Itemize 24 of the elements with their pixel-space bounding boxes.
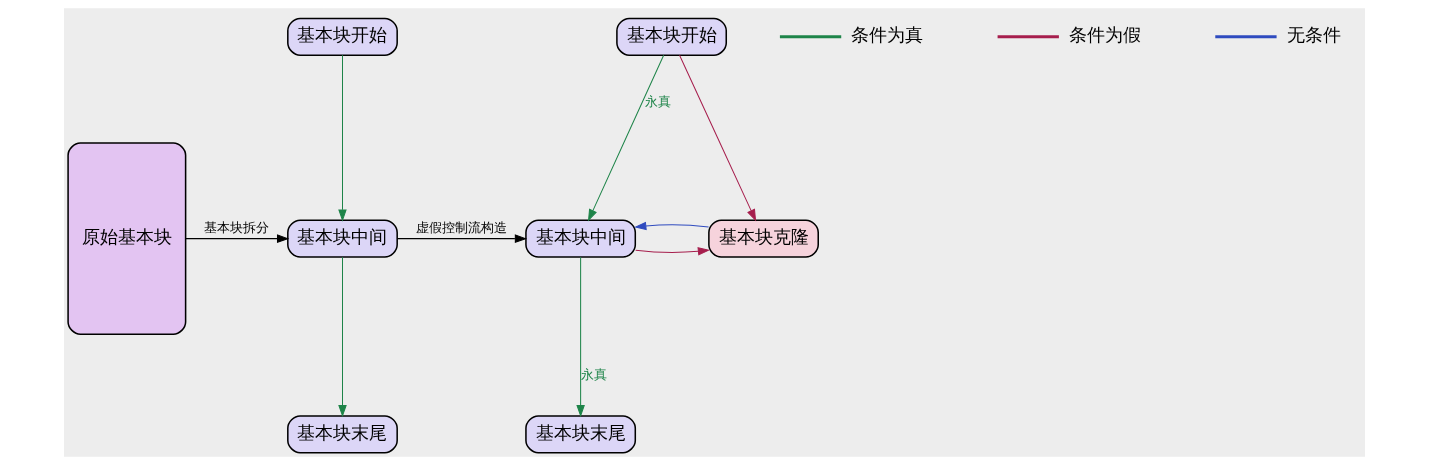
edge-label: 基本块拆分 [204, 219, 270, 235]
arrow [679, 54, 757, 222]
arrow [635, 247, 711, 256]
node-box: 基本块克隆 [708, 219, 819, 258]
node-box: 原始基本块 [67, 142, 187, 335]
node-box: 基本块末尾 [287, 415, 398, 454]
arrow [587, 54, 665, 222]
edge-label: 永真 [645, 93, 672, 109]
edge-label: 永真 [580, 366, 607, 382]
node-box: 基本块中间 [287, 219, 398, 258]
arrow [338, 256, 347, 418]
node-box: 基本块开始 [616, 17, 727, 56]
arrow [576, 256, 585, 418]
legend-label: 无条件 [1286, 24, 1341, 46]
node-box: 基本块中间 [525, 219, 637, 258]
arrow [396, 234, 528, 243]
edge-label: 虚假控制流构造 [416, 219, 508, 235]
node-box: 基本块开始 [287, 17, 398, 56]
arrow [185, 234, 290, 243]
arrow [338, 54, 347, 222]
arrow [634, 221, 710, 231]
legend-label: 条件为真 [851, 24, 924, 46]
legend-label: 条件为假 [1069, 24, 1142, 46]
node-box: 基本块末尾 [525, 415, 637, 454]
